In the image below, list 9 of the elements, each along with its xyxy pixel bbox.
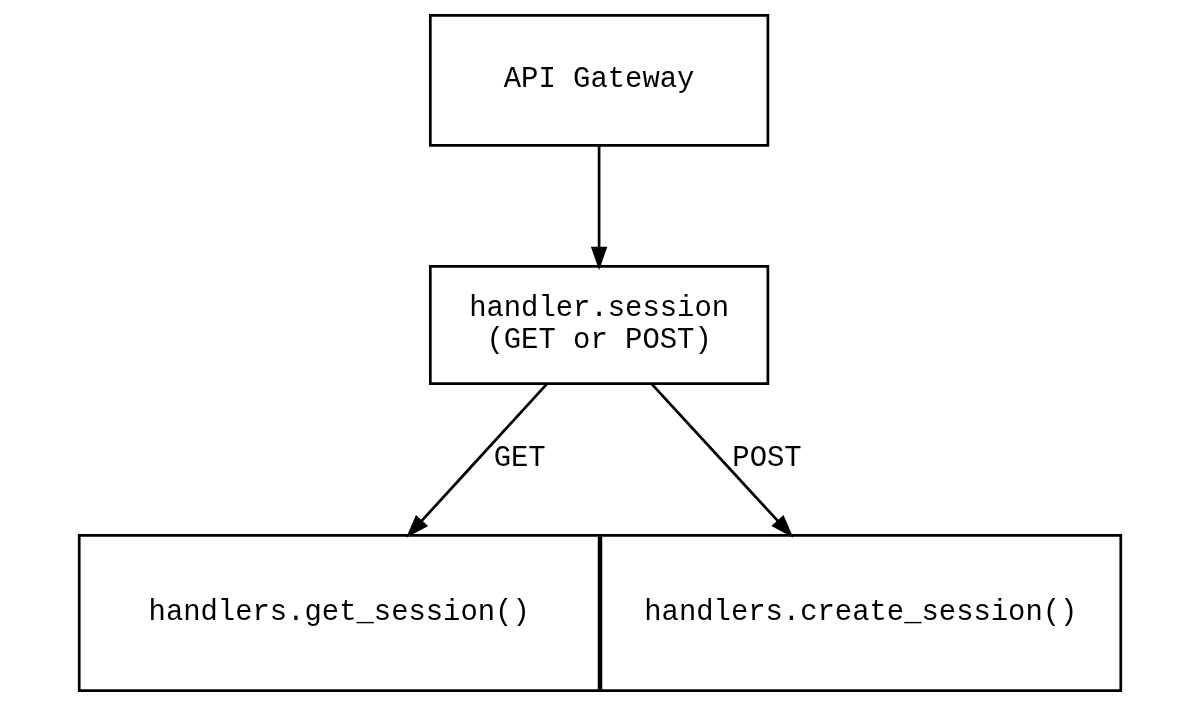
node-box: handler.session (GET or POST) [428,265,770,386]
arrow [590,145,608,271]
arrow [406,383,548,538]
node-box: handlers.get_session() [77,533,601,692]
node-box: handlers.create_session() [599,533,1123,692]
arrow [651,383,794,538]
edge-label: POST [732,442,802,476]
edge-label: GET [493,442,546,476]
node-box: API Gateway [428,14,770,147]
